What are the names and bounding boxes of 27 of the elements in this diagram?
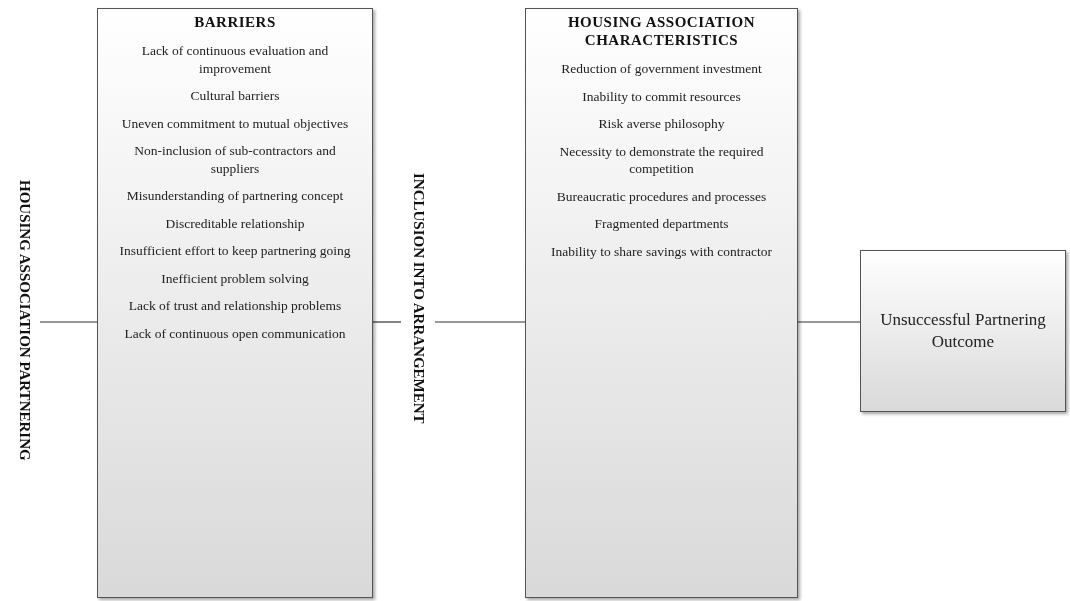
- connector-line: [372, 321, 402, 323]
- list-item: Non-inclusion of sub-contractors and suppliers: [133, 142, 337, 178]
- list-item: Risk averse philosophy: [598, 115, 725, 133]
- list-item: Bureaucratic procedures and processes: [556, 187, 767, 206]
- list-item: Lack of trust and relationship problems: [128, 297, 342, 315]
- list-item: Misunderstanding of partnering concept: [126, 187, 344, 205]
- list-item: Necessity to demonstrate the required competition: [558, 142, 765, 178]
- connector-line: [39, 321, 98, 323]
- panel-heading: BARRIERS: [194, 13, 276, 31]
- panel-heading: HOUSING ASSOCIATION CHARACTERISTICS: [566, 13, 757, 49]
- outcome-text: Unsuccessful Partnering Outcome: [879, 308, 1047, 353]
- list-item: Discreditable relationship: [165, 214, 305, 233]
- list-item: Inability to commit resources: [582, 87, 741, 106]
- list-item: Cultural barriers: [190, 87, 280, 105]
- outcome-box: [860, 250, 1066, 412]
- category-panel: [525, 8, 798, 598]
- connector-line: [434, 321, 526, 323]
- list-item: Inability to share savings with contractor: [551, 242, 772, 261]
- list-item: Fragmented departments: [594, 215, 729, 233]
- list-item: Reduction of government investment: [561, 60, 762, 78]
- list-item: Insufficient effort to keep partnering going: [119, 242, 351, 260]
- connector-line: [797, 321, 861, 323]
- list-item: Uneven commitment to mutual objectives: [121, 114, 349, 133]
- list-item: Inefficient problem solving: [161, 269, 309, 288]
- list-item: Lack of continuous evaluation and improvement: [140, 42, 330, 78]
- list-item: Lack of continuous open communication: [124, 325, 346, 343]
- category-panel: [97, 8, 373, 598]
